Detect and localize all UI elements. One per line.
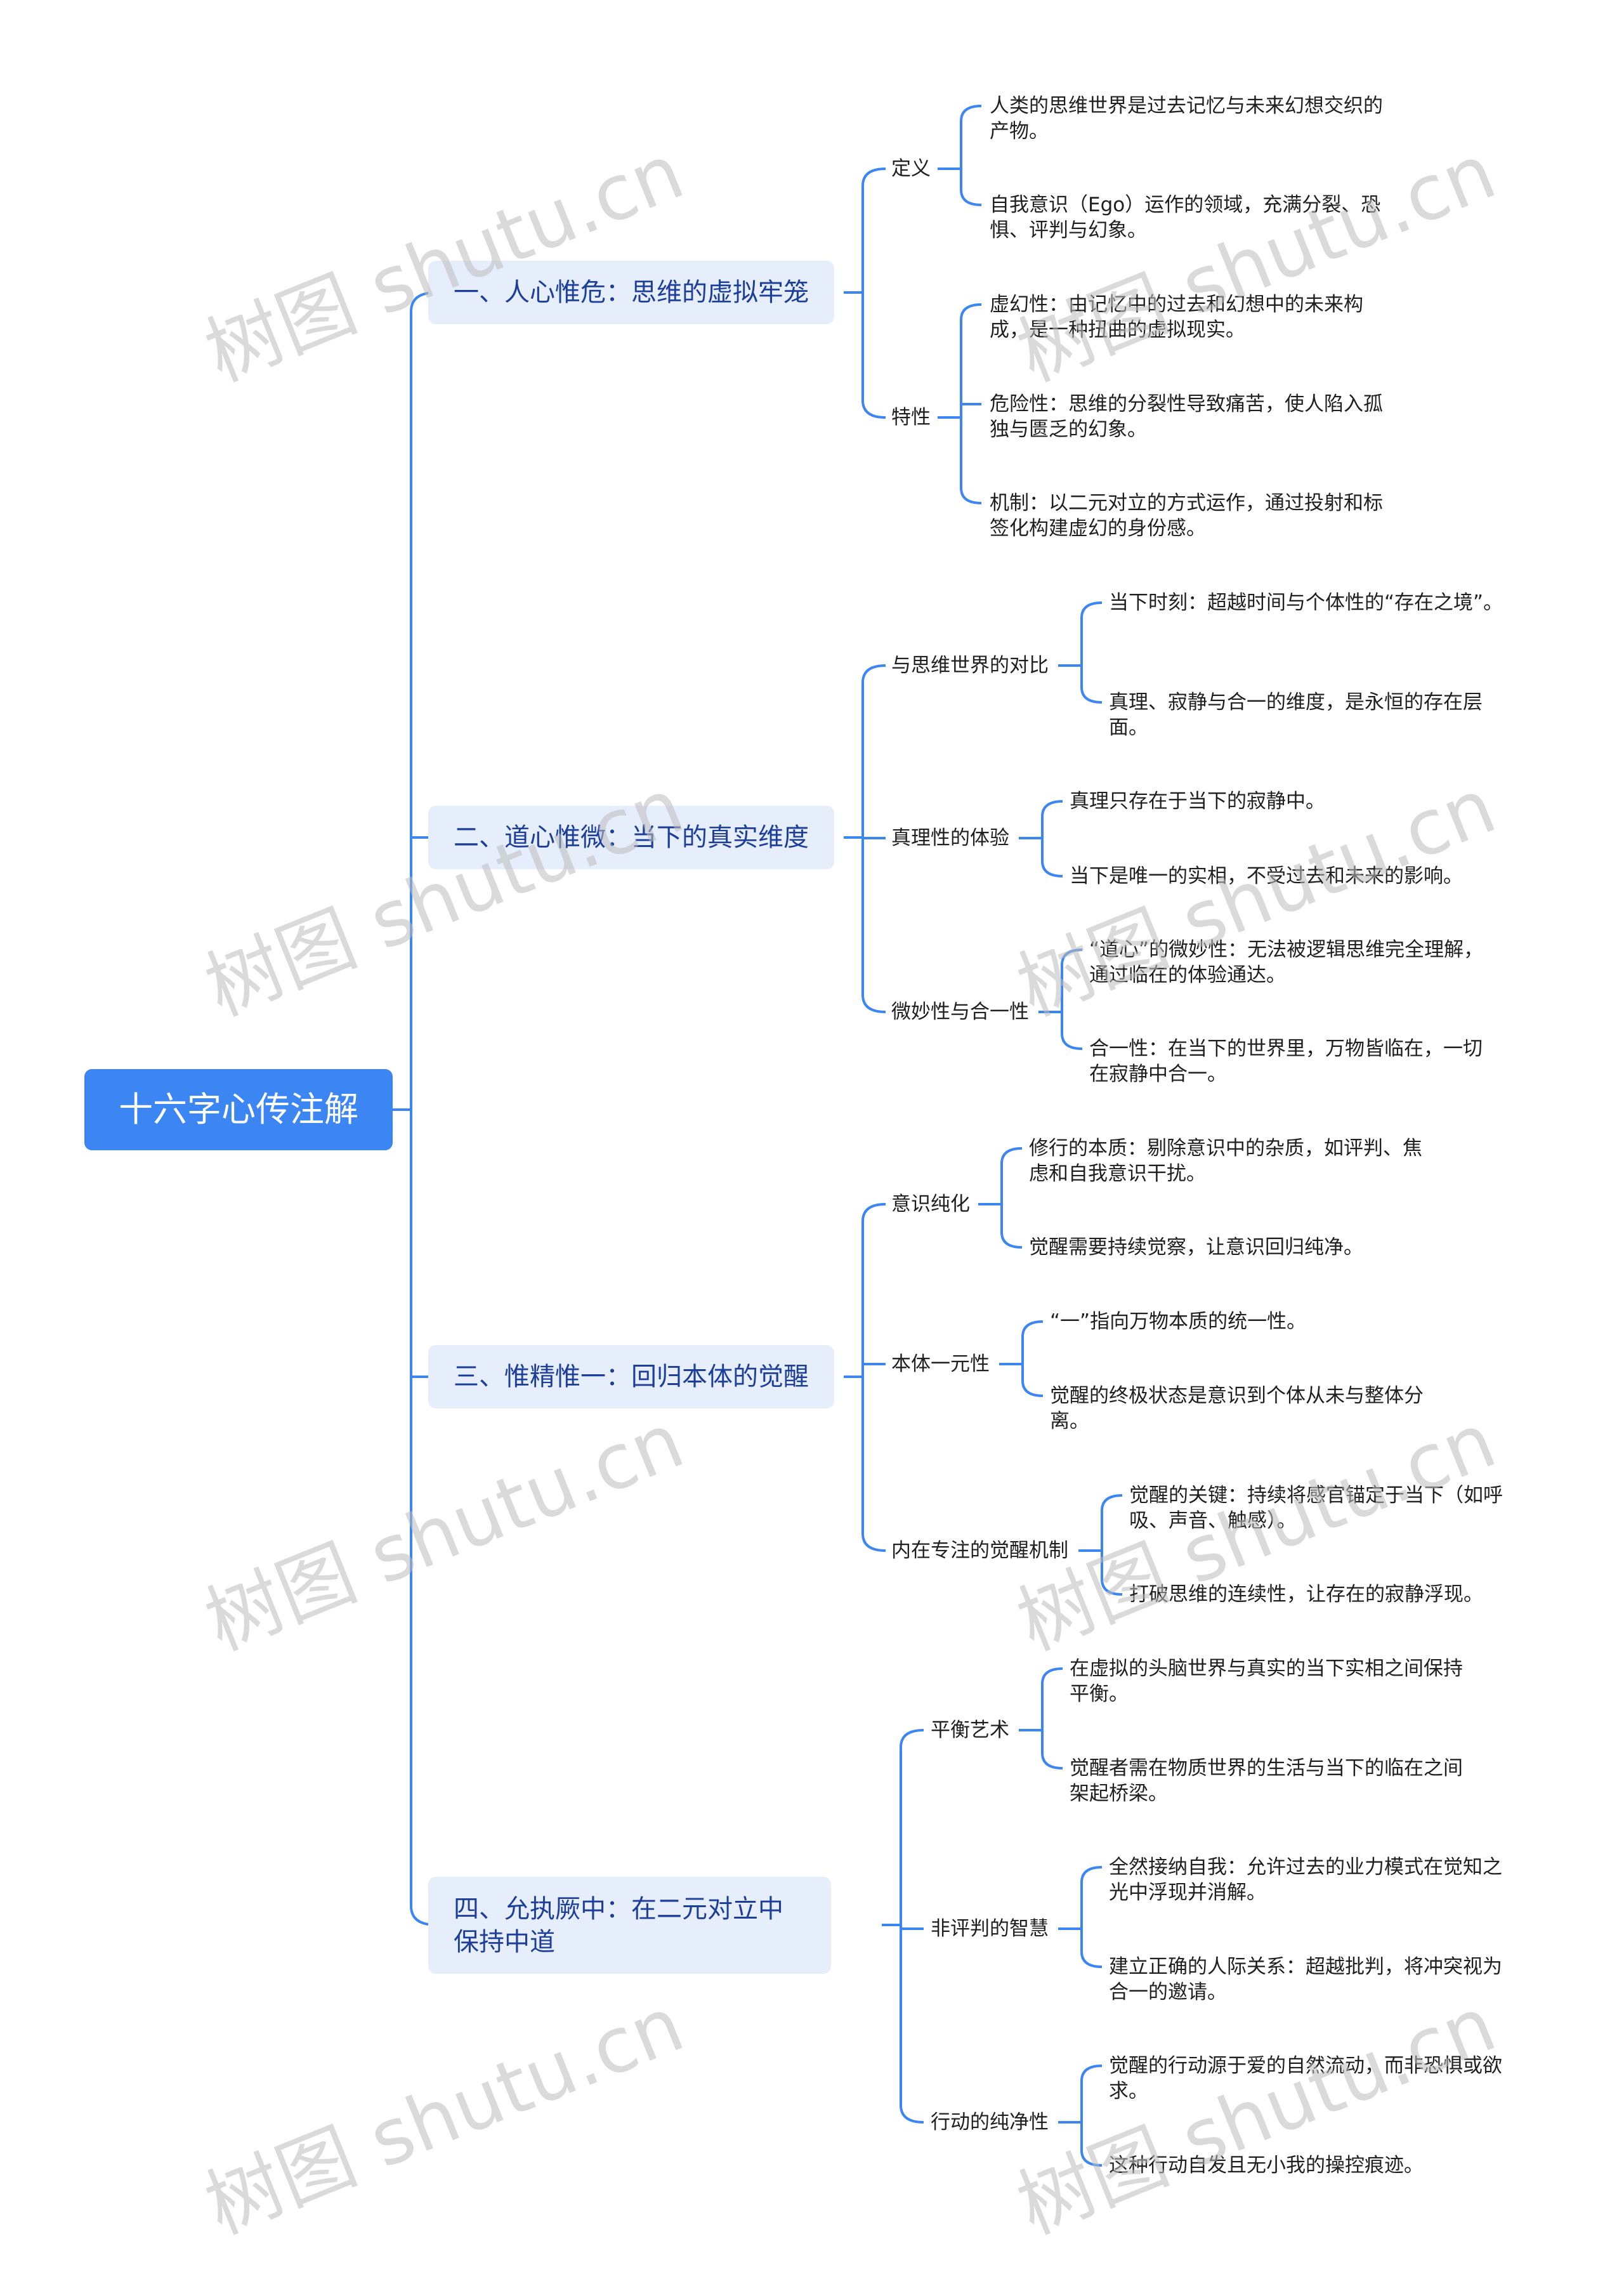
topic-definition[interactable]: 定义 <box>890 155 932 183</box>
branch-label: 二、道心惟微：当下的真实维度 <box>454 823 809 852</box>
connector <box>900 1729 924 2124</box>
connector <box>1021 1320 1044 1397</box>
root-node[interactable]: 十六字心传注解 <box>84 1069 393 1150</box>
topic-focus-mechanism[interactable]: 内在专注的觉醒机制 <box>890 1537 1070 1565</box>
topic-contrast[interactable]: 与思维世界的对比 <box>890 652 1050 680</box>
branch-label: 一、人心惟危：思维的虚拟牢笼 <box>454 278 809 307</box>
leaf-text[interactable]: 自我意识（Ego）运作的领域，充满分裂、恐惧、评判与幻象。 <box>990 194 1381 242</box>
leaf-text[interactable]: “道心”的微妙性：无法被逻辑思维完全理解，通过临在的体验通达。 <box>1089 938 1484 987</box>
branch-label: 三、惟精惟一：回归本体的觉醒 <box>454 1362 809 1391</box>
leaf-text[interactable]: 人类的思维世界是过去记忆与未来幻想交织的产物。 <box>990 95 1383 143</box>
connector <box>861 1203 886 1552</box>
leaf-text[interactable]: 机制：以二元对立的方式运作，通过投射和标签化构建虚幻的身份感。 <box>990 492 1383 540</box>
topic-truth-experience[interactable]: 真理性的体验 <box>890 824 1011 852</box>
topic-monism[interactable]: 本体一元性 <box>890 1350 991 1378</box>
topic-pure-action[interactable]: 行动的纯净性 <box>929 2108 1050 2136</box>
branch-node-3[interactable]: 三、惟精惟一：回归本体的觉醒 <box>428 1345 834 1409</box>
leaf-text[interactable]: 当下时刻：超越时间与个体性的“存在之境”。 <box>1109 591 1503 614</box>
connector <box>1080 2065 1103 2167</box>
leaf-text[interactable]: 在虚拟的头脑世界与真实的当下实相之间保持平衡。 <box>1070 1657 1463 1705</box>
topic-characteristics[interactable]: 特性 <box>890 404 932 431</box>
leaf-text[interactable]: 打破思维的连续性，让存在的寂静浮现。 <box>1129 1583 1483 1606</box>
connector <box>410 291 437 1926</box>
connector <box>1000 1147 1023 1249</box>
leaf-text[interactable]: 觉醒的关键：持续将感官锚定于当下（如呼吸、声音、触感）。 <box>1129 1484 1503 1532</box>
connector <box>1080 601 1103 704</box>
connector <box>1061 949 1083 1050</box>
connector <box>1080 1866 1103 1968</box>
leaf-text[interactable]: 这种行动自发且无小我的操控痕迹。 <box>1109 2154 1424 2177</box>
leaf-text[interactable]: 觉醒的终极状态是意识到个体从未与整体分离。 <box>1050 1384 1424 1433</box>
branch-node-2[interactable]: 二、道心惟微：当下的真实维度 <box>428 806 834 869</box>
leaf-text[interactable]: 修行的本质：剔除意识中的杂质，如评判、焦虑和自我意识干扰。 <box>1029 1137 1422 1185</box>
leaf-text[interactable]: 危险性：思维的分裂性导致痛苦，使人陷入孤独与匮乏的幻象。 <box>990 393 1383 441</box>
leaf-text[interactable]: 真理只存在于当下的寂静中。 <box>1070 790 1325 813</box>
branch-label: 四、允执厥中：在二元对立中保持中道 <box>454 1894 783 1957</box>
connector <box>1041 1667 1063 1770</box>
leaf-text[interactable]: “一”指向万物本质的统一性。 <box>1050 1310 1307 1333</box>
leaf-text[interactable]: 当下是唯一的实相，不受过去和未来的影响。 <box>1070 865 1463 888</box>
leaf-text[interactable]: 虚幻性：由记忆中的过去和幻想中的未来构成，是一种扭曲的虚拟现实。 <box>990 293 1363 341</box>
topic-non-judgment[interactable]: 非评判的智慧 <box>929 1915 1050 1943</box>
leaf-text[interactable]: 真理、寂静与合一的维度，是永恒的存在层面。 <box>1109 691 1483 739</box>
leaf-text[interactable]: 合一性：在当下的世界里，万物皆临在，一切在寂静中合一。 <box>1089 1037 1483 1086</box>
branch-node-4[interactable]: 四、允执厥中：在二元对立中保持中道 <box>428 1877 831 1974</box>
leaf-text[interactable]: 觉醒的行动源于爱的自然流动，而非恐惧或欲求。 <box>1109 2054 1502 2103</box>
leaf-text[interactable]: 觉醒者需在物质世界的生活与当下的临在之间架起桥梁。 <box>1070 1757 1463 1805</box>
leaf-text[interactable]: 觉醒需要持续觉察，让意识回归纯净。 <box>1029 1236 1363 1259</box>
leaf-text[interactable]: 建立正确的人际关系：超越批判，将冲突视为合一的邀请。 <box>1109 1955 1502 2004</box>
branch-node-1[interactable]: 一、人心惟危：思维的虚拟牢笼 <box>428 261 834 324</box>
connector <box>1041 800 1063 877</box>
topic-subtlety-oneness[interactable]: 微妙性与合一性 <box>890 998 1030 1026</box>
topic-balance[interactable]: 平衡艺术 <box>929 1716 1011 1744</box>
connector <box>1101 1494 1123 1596</box>
leaf-text[interactable]: 全然接纳自我：允许过去的业力模式在觉知之光中浮现并消解。 <box>1109 1856 1502 1904</box>
connector <box>960 105 982 206</box>
connector <box>861 167 886 419</box>
topic-purification[interactable]: 意识纯化 <box>890 1190 971 1218</box>
